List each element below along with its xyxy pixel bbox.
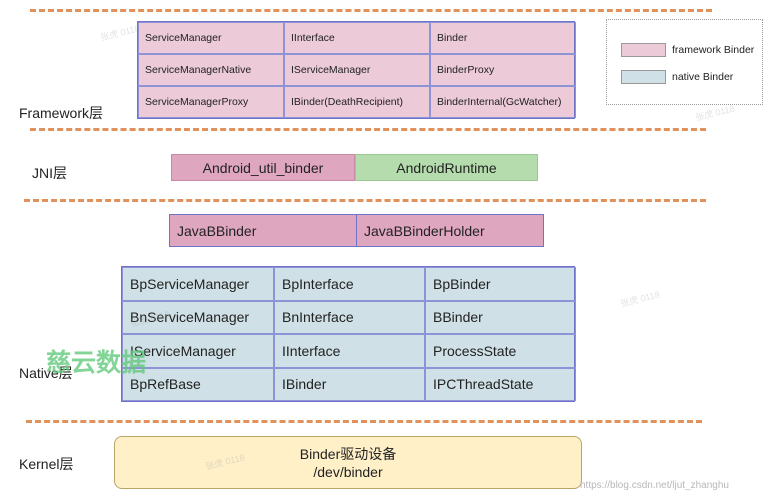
layer-label-jni: JNI层: [32, 165, 67, 181]
legend-label-framework: framework Binder: [672, 44, 755, 56]
native-cell: BnServiceManager: [122, 300, 274, 334]
faint-watermark: 张虎 0118: [99, 23, 141, 43]
native-cell: IInterface: [274, 334, 425, 368]
legend: framework Binder native Binder: [606, 19, 763, 105]
framework-cell: ServiceManager: [138, 22, 284, 54]
framework-cell: IInterface: [284, 22, 430, 54]
jni-android-runtime: AndroidRuntime: [355, 154, 538, 181]
legend-label-native: native Binder: [672, 71, 734, 83]
separator-framework-jni: [30, 128, 706, 131]
native-cell: BBinder: [425, 300, 576, 334]
native-cell: IBinder: [274, 367, 425, 401]
layer-label-native: Native层: [19, 365, 73, 381]
native-cell: BpServiceManager: [122, 267, 274, 301]
separator-native-kernel: [26, 420, 702, 423]
kernel-box-title: Binder驱动设备: [299, 445, 397, 462]
native-cell: BpInterface: [274, 267, 425, 301]
legend-item-native: native Binder: [621, 70, 733, 84]
framework-cell: BinderProxy: [430, 54, 576, 86]
native-cell: IServiceManager: [122, 334, 274, 368]
jni-android-util-binder: Android_util_binder: [171, 154, 355, 181]
faint-watermark: 张虎 0118: [619, 289, 661, 309]
java-bbinder-box: JavaBBinder: [169, 214, 357, 247]
native-cell: BpBinder: [425, 267, 576, 301]
native-cell: BpRefBase: [122, 367, 274, 401]
framework-cell: ServiceManagerNative: [138, 54, 284, 86]
separator-jni-native: [24, 199, 706, 202]
native-cell: BnInterface: [274, 300, 425, 334]
native-cell: ProcessState: [425, 334, 576, 368]
framework-cell: IServiceManager: [284, 54, 430, 86]
framework-cell: BinderInternal(GcWatcher): [430, 86, 576, 118]
framework-binder-table: ServiceManager IInterface Binder Service…: [137, 21, 576, 119]
framework-cell: Binder: [430, 22, 576, 54]
layer-label-framework: Framework层: [19, 105, 104, 121]
legend-swatch-framework: [621, 43, 666, 57]
separator-top: [30, 9, 712, 12]
watermark-logo: 慈云数据: [46, 348, 147, 377]
java-bbinder-holder-box: JavaBBinderHolder: [356, 214, 544, 247]
native-binder-table: BpServiceManager BpInterface BpBinder Bn…: [121, 266, 576, 402]
kernel-box-path: /dev/binder: [313, 463, 383, 480]
native-cell: IPCThreadState: [425, 367, 576, 401]
legend-swatch-native: [621, 70, 666, 84]
source-credit: https://blog.csdn.net/ljut_zhanghu: [580, 480, 729, 491]
kernel-binder-device-box: Binder驱动设备 /dev/binder: [114, 436, 582, 489]
framework-cell: ServiceManagerProxy: [138, 86, 284, 118]
framework-cell: IBinder(DeathRecipient): [284, 86, 430, 118]
layer-label-kernel: Kernel层: [19, 456, 74, 472]
legend-item-framework: framework Binder: [621, 43, 754, 57]
